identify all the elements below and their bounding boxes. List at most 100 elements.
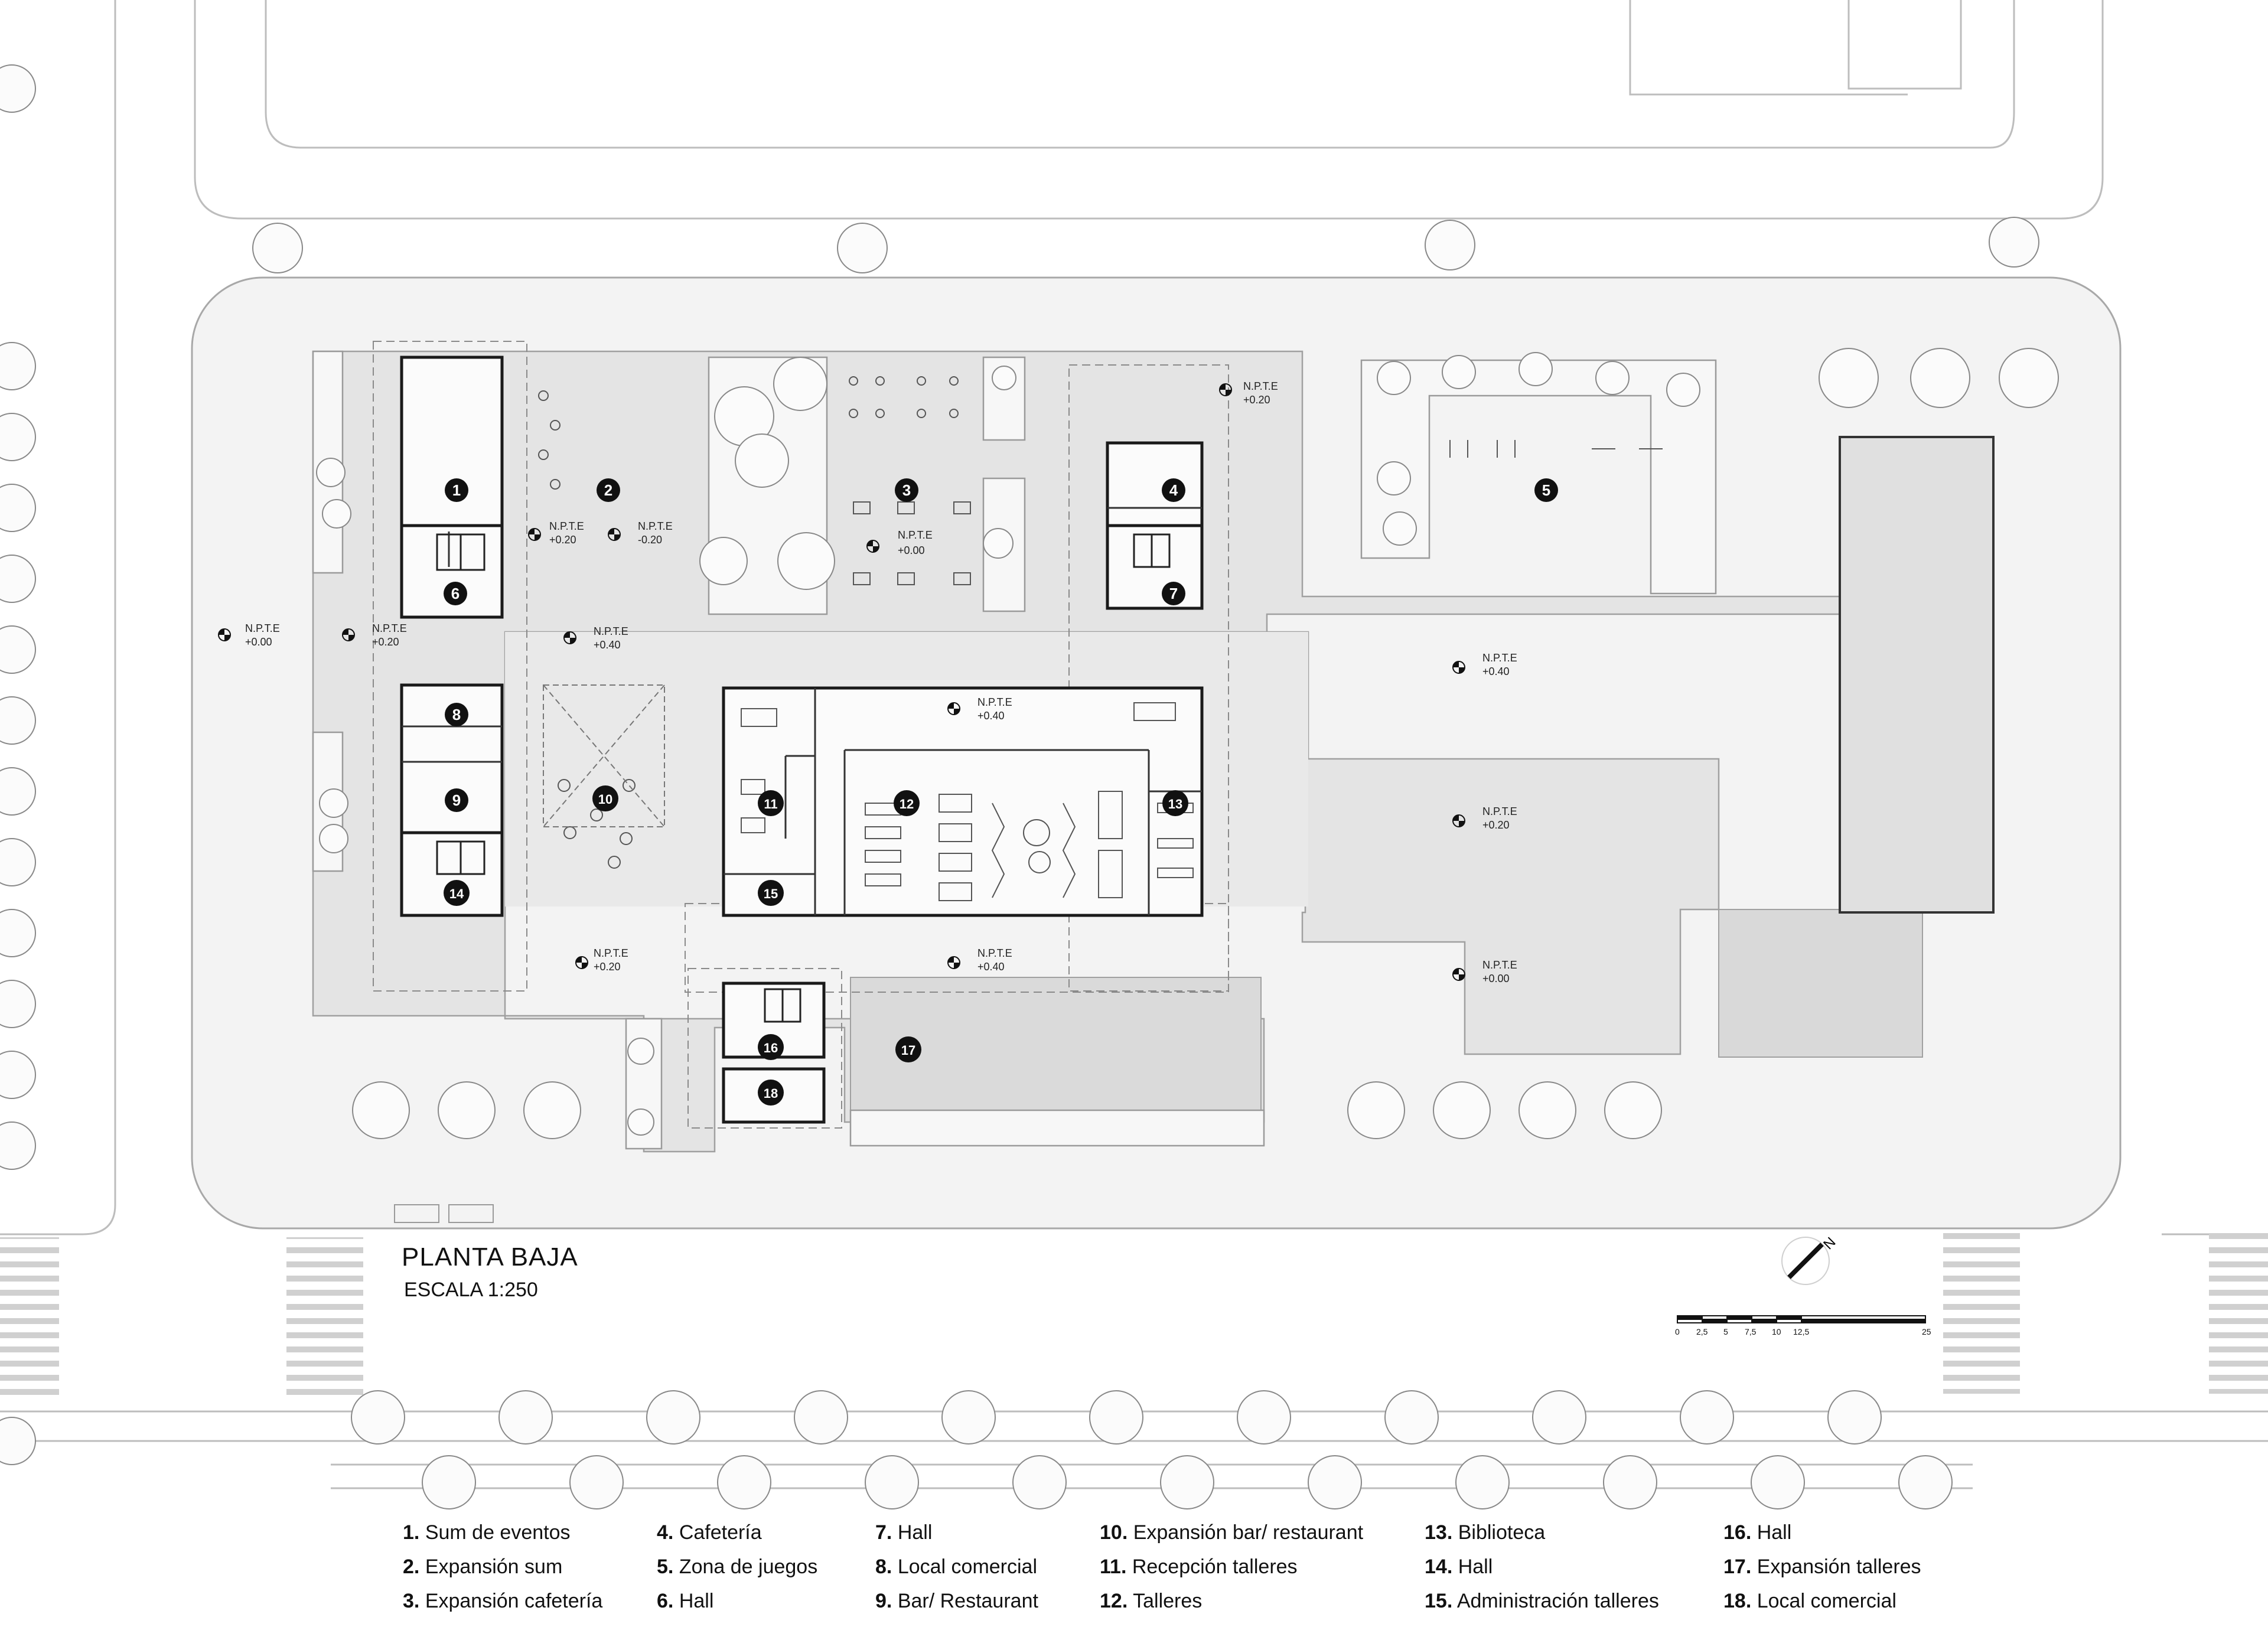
- scale-tick: 25: [1922, 1327, 1931, 1336]
- marker-3: 3: [895, 478, 918, 502]
- marker-11: 11: [758, 790, 784, 816]
- crosswalk-right: [1943, 1228, 2020, 1394]
- legend-label: Talleres: [1133, 1590, 1203, 1612]
- marker-5: 5: [1534, 478, 1558, 502]
- side-building: [1839, 436, 1995, 914]
- legend-item: 9. Bar/ Restaurant: [875, 1584, 1038, 1618]
- marker-13: 13: [1162, 790, 1188, 816]
- parking-mark: [448, 1204, 494, 1223]
- legend-item: 5. Zona de juegos: [657, 1550, 817, 1584]
- legend-number: 13.: [1425, 1521, 1453, 1544]
- legend-label: Expansión bar/ restaurant: [1133, 1521, 1364, 1544]
- scale-tick: 5: [1723, 1327, 1728, 1336]
- level-label: N.P.T.E: [638, 520, 673, 532]
- legend-item: 8. Local comercial: [875, 1550, 1038, 1584]
- level-label: N.P.T.E: [898, 529, 933, 541]
- legend-item: 11. Recepción talleres: [1100, 1550, 1363, 1584]
- marker-2: 2: [597, 478, 620, 502]
- marker-number: 4: [1169, 481, 1178, 499]
- marker-number: 11: [764, 797, 777, 811]
- marker-8: 8: [445, 703, 468, 726]
- crosswalk-far-right: [2209, 1228, 2268, 1394]
- legend-label: Biblioteca: [1458, 1521, 1546, 1544]
- legend-number: 11.: [1100, 1556, 1127, 1578]
- legend-number: 6.: [657, 1590, 674, 1612]
- level-label: N.P.T.E: [549, 520, 584, 532]
- marker-number: 1: [452, 481, 461, 499]
- crosswalk-far-left: [0, 1237, 59, 1397]
- marker-12: 12: [894, 790, 920, 816]
- legend-number: 9.: [875, 1590, 892, 1612]
- level-value: +0.00: [245, 636, 272, 648]
- legend-label: Hall: [897, 1521, 933, 1544]
- marker-10: 10: [592, 785, 618, 811]
- marker-number: 2: [604, 481, 612, 499]
- scale-bar-ticks: 0 2,5 5 7,5 10 12,5 25: [1675, 1314, 1931, 1338]
- level-label: N.P.T.E: [977, 696, 1012, 708]
- legend-label: Hall: [679, 1590, 714, 1612]
- legend-item: 13. Biblioteca: [1425, 1515, 1659, 1550]
- legend-label: Local comercial: [897, 1556, 1038, 1578]
- legend-label: Hall: [1757, 1521, 1792, 1544]
- marker-number: 15: [764, 886, 778, 901]
- marker-number: 10: [598, 792, 612, 807]
- level-label: N.P.T.E: [594, 947, 628, 959]
- legend-number: 7.: [875, 1521, 892, 1544]
- furniture: [538, 376, 1663, 901]
- legend-item: 4. Cafetería: [657, 1515, 817, 1550]
- legend-column: 13. Biblioteca 14. Hall 15. Administraci…: [1425, 1515, 1659, 1618]
- legend-number: 18.: [1723, 1590, 1752, 1612]
- legend-label: Hall: [1458, 1556, 1493, 1578]
- legend-label: Cafetería: [679, 1521, 762, 1544]
- marker-number: 14: [449, 886, 464, 901]
- level-value: +0.40: [1482, 666, 1510, 677]
- parking-mark: [394, 1204, 439, 1223]
- marker-1: 1: [445, 478, 468, 502]
- legend-item: 15. Administración talleres: [1425, 1584, 1659, 1618]
- level-value: +0.40: [594, 639, 621, 651]
- marker-16: 16: [758, 1034, 784, 1060]
- level-label: N.P.T.E: [1482, 806, 1517, 817]
- legend-item: 6. Hall: [657, 1584, 817, 1618]
- marker-number: 12: [900, 797, 914, 811]
- legend-item: 12. Talleres: [1100, 1584, 1363, 1618]
- legend-number: 2.: [403, 1556, 420, 1578]
- marker-number: 9: [452, 791, 461, 809]
- marker-number: 7: [1169, 585, 1178, 602]
- north-label: N: [1820, 1234, 1839, 1253]
- marker-6: 6: [444, 582, 467, 605]
- marker-number: 17: [901, 1043, 915, 1058]
- legend-label: Local comercial: [1757, 1590, 1896, 1612]
- north-arrow-icon: N: [1781, 1234, 1839, 1285]
- legend-item: 10. Expansión bar/ restaurant: [1100, 1515, 1363, 1550]
- marker-number: 18: [764, 1086, 778, 1101]
- pergola: [543, 684, 665, 827]
- stairs: [436, 533, 1171, 1023]
- legend-label: Expansión talleres: [1757, 1556, 1921, 1578]
- marker-18: 18: [758, 1080, 784, 1106]
- marker-4: 4: [1162, 478, 1185, 502]
- legend-column: 4. Cafetería 5. Zona de juegos 6. Hall: [657, 1515, 817, 1618]
- legend-label: Administración talleres: [1456, 1590, 1659, 1612]
- legend-label: Expansión cafetería: [425, 1590, 603, 1612]
- dashed-boundaries: [373, 341, 1229, 1129]
- level-value: +0.00: [1482, 973, 1510, 984]
- marker-9: 9: [445, 788, 468, 812]
- trees: [0, 64, 2059, 1509]
- level-label: N.P.T.E: [372, 622, 407, 634]
- marker-number: 8: [452, 706, 461, 723]
- level-value: +0.20: [1482, 819, 1510, 831]
- legend-item: 14. Hall: [1425, 1550, 1659, 1584]
- level-value: +0.20: [594, 961, 621, 973]
- level-labels: N.P.T.E +0.00 N.P.T.E +0.20 N.P.T.E +0.20 N…: [245, 380, 1517, 984]
- legend-item: 3. Expansión cafetería: [403, 1584, 602, 1618]
- marker-14: 14: [444, 880, 470, 906]
- scale-tick: 0: [1675, 1327, 1680, 1336]
- legend-number: 16.: [1723, 1521, 1752, 1544]
- legend-item: 18. Local comercial: [1723, 1584, 1921, 1618]
- crosswalk-left: [286, 1237, 363, 1397]
- legend-number: 5.: [657, 1556, 674, 1578]
- scale-tick: 10: [1772, 1327, 1781, 1336]
- room-markers: 1 2 3 4 5 6 7 8 9 10 11 12 13 14 15 16 1…: [444, 478, 1558, 1106]
- level-value: -0.20: [638, 534, 662, 546]
